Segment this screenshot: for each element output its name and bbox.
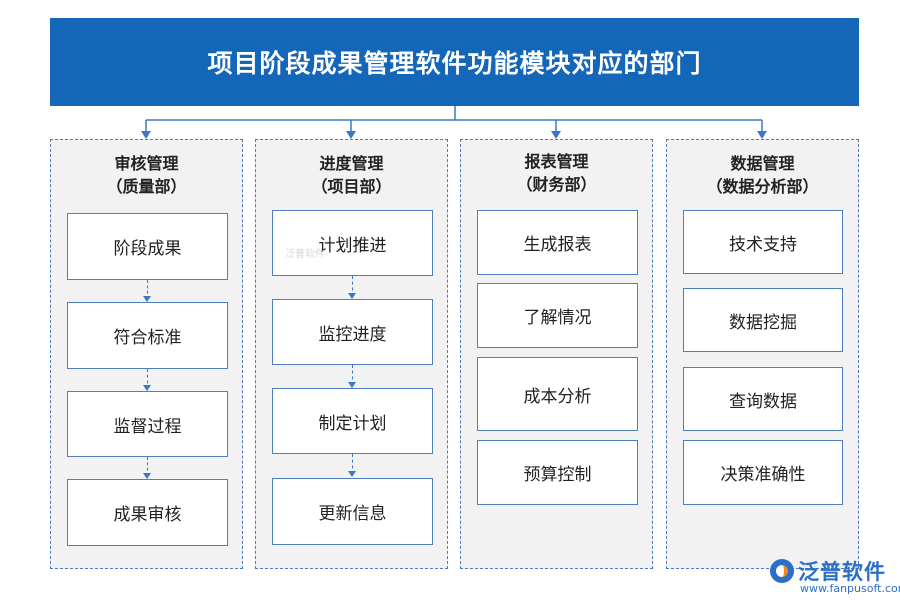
logo-url: www.fanpusoft.com xyxy=(800,582,900,595)
module-box: 成果审核 xyxy=(67,479,228,546)
module-box: 预算控制 xyxy=(477,440,638,505)
module-box: 制定计划 xyxy=(272,388,433,454)
module-box: 监控进度 xyxy=(272,299,433,365)
watermark-text: 泛普软件 xyxy=(285,249,325,260)
column-title: 数据管理 （数据分析部） xyxy=(667,152,858,198)
flow-line xyxy=(352,365,353,385)
flow-line xyxy=(147,280,148,299)
branch-arrow-1 xyxy=(141,131,151,139)
flow-arrow xyxy=(143,385,151,391)
module-box: 监督过程 xyxy=(67,391,228,457)
branch-arrow-2 xyxy=(346,131,356,139)
column-name: 报表管理 xyxy=(524,152,589,171)
column-title: 审核管理 （质量部） xyxy=(51,152,242,198)
column-report-management: 报表管理 （财务部） 生成报表 了解情况 成本分析 预算控制 xyxy=(460,139,653,569)
module-box: 计划推进 xyxy=(272,210,433,276)
branch-arrow-3 xyxy=(551,131,561,139)
column-audit-management: 审核管理 （质量部） 阶段成果 符合标准 监督过程 成果审核 xyxy=(50,139,243,569)
module-box: 更新信息 xyxy=(272,478,433,545)
logo-name: 泛普软件 xyxy=(798,560,886,584)
module-box: 了解情况 xyxy=(477,283,638,348)
flow-line xyxy=(352,276,353,296)
column-title: 进度管理 （项目部） xyxy=(256,152,447,198)
flow-arrow xyxy=(143,296,151,302)
flow-arrow xyxy=(348,382,356,388)
column-name: 数据管理 xyxy=(730,154,795,173)
column-data-management: 数据管理 （数据分析部） 技术支持 数据挖掘 查询数据 决策准确性 xyxy=(666,139,859,569)
module-box: 符合标准 xyxy=(67,302,228,369)
flow-line xyxy=(147,369,148,389)
column-title: 报表管理 （财务部） xyxy=(461,150,652,196)
logo-icon xyxy=(770,559,794,583)
column-department: （财务部） xyxy=(516,175,597,194)
column-progress-management: 进度管理 （项目部） 计划推进 监控进度 制定计划 更新信息 xyxy=(255,139,448,569)
column-name: 审核管理 xyxy=(114,154,179,173)
flow-line xyxy=(352,454,353,474)
module-box: 技术支持 xyxy=(683,210,843,274)
module-box: 决策准确性 xyxy=(683,440,843,505)
column-name: 进度管理 xyxy=(319,154,384,173)
module-box: 数据挖掘 xyxy=(683,288,843,352)
diagram-title: 项目阶段成果管理软件功能模块对应的部门 xyxy=(50,18,859,106)
column-department: （质量部） xyxy=(106,177,187,196)
module-box: 阶段成果 xyxy=(67,213,228,280)
flow-arrow xyxy=(348,293,356,299)
module-box: 生成报表 xyxy=(477,210,638,275)
module-box: 查询数据 xyxy=(683,367,843,431)
branch-arrow-4 xyxy=(757,131,767,139)
brand-logo: 泛普软件 xyxy=(770,556,886,586)
flow-line xyxy=(147,457,148,476)
module-box: 成本分析 xyxy=(477,357,638,431)
column-department: （数据分析部） xyxy=(706,177,819,196)
flow-arrow xyxy=(348,471,356,477)
flow-arrow xyxy=(143,473,151,479)
column-department: （项目部） xyxy=(311,177,392,196)
